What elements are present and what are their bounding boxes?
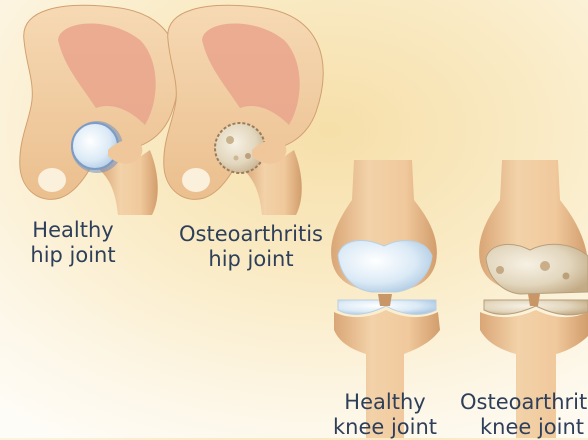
osteoarthritis-hip-illustration [164, 5, 323, 215]
healthy-hip-caption-line1: Healthy [18, 218, 128, 243]
osteoarthritis-hip-caption-line1: Osteoarthritis [176, 222, 326, 247]
healthy-knee-caption: Healthy knee joint [326, 390, 444, 440]
healthy-hip-caption: Healthy hip joint [18, 218, 128, 268]
osteoarthritis-knee-caption: Osteoarthritis knee joint [452, 390, 588, 440]
healthy-hip-illustration [20, 5, 179, 215]
osteoarthritis-knee-caption-line2: knee joint [452, 415, 588, 440]
osteoarthritis-hip-caption-line2: hip joint [176, 247, 326, 272]
healthy-knee-caption-line1: Healthy [326, 390, 444, 415]
osteoarthritis-knee-caption-line1: Osteoarthritis [452, 390, 588, 415]
healthy-hip-caption-line2: hip joint [18, 243, 128, 268]
healthy-knee-caption-line2: knee joint [326, 415, 444, 440]
osteoarthritis-hip-caption: Osteoarthritis hip joint [176, 222, 326, 272]
